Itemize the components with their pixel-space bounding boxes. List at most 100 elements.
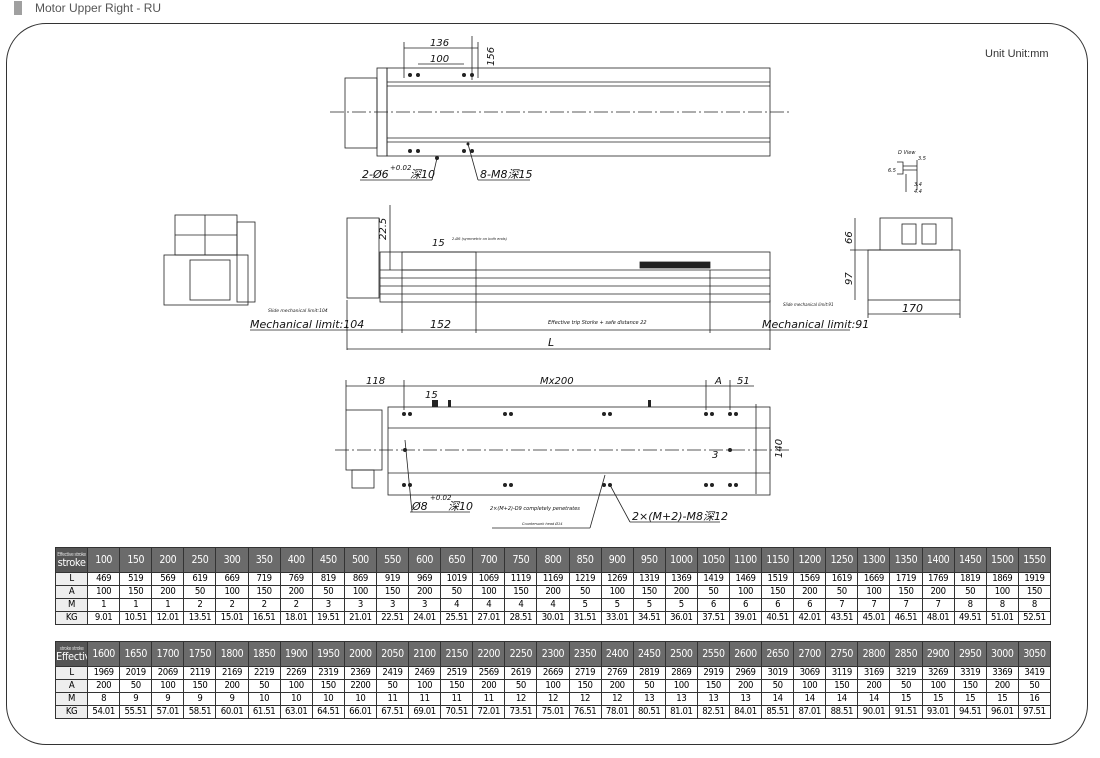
stroke-cell: 1850 <box>247 641 281 667</box>
stroke-cell: 1600 <box>87 641 121 667</box>
table-cell: 50 <box>953 585 987 599</box>
table-cell: 27.01 <box>472 611 506 625</box>
table-cell: 1769 <box>921 572 955 586</box>
table-cell: 3 <box>311 598 345 612</box>
table-cell: 2319 <box>311 666 345 680</box>
table-cell: 2 <box>183 598 217 612</box>
row-label: A <box>54 585 89 599</box>
stroke-cell: 1300 <box>857 547 891 573</box>
stroke-cell: 950 <box>632 547 666 573</box>
row-label: M <box>54 692 89 706</box>
table-cell: 2219 <box>247 666 281 680</box>
table-cell: 7 <box>857 598 891 612</box>
stroke-cell: 2700 <box>793 641 827 667</box>
table-cell: 2019 <box>119 666 153 680</box>
countersunk-note: Countersunk head Ø14 <box>522 521 562 526</box>
header-label: Effective <box>56 650 87 663</box>
table-cell: 200 <box>985 679 1019 693</box>
stroke-cell: 2000 <box>343 641 377 667</box>
table-cell: 1 <box>119 598 153 612</box>
dim-15: 15 <box>432 238 445 249</box>
table-cell: 80.51 <box>632 705 666 719</box>
table-cell: 100 <box>279 679 313 693</box>
table-cell: 1919 <box>1017 572 1052 586</box>
table-cell: 31.51 <box>568 611 602 625</box>
stroke-cell: 1750 <box>183 641 217 667</box>
stroke-cell: 2850 <box>889 641 923 667</box>
thread-note: 8-M8深15 <box>480 168 532 181</box>
table-cell: 200 <box>921 585 955 599</box>
table-cell: 150 <box>183 679 217 693</box>
table-cell: 1569 <box>793 572 827 586</box>
stroke-cell: 1100 <box>728 547 763 573</box>
table-cell: 52.51 <box>1017 611 1052 625</box>
table-cell: 82.51 <box>696 705 730 719</box>
stroke-cell: 1900 <box>279 641 313 667</box>
table-cell: 4 <box>504 598 538 612</box>
stroke-cell: 2050 <box>375 641 410 667</box>
table-cell: 1969 <box>87 666 121 680</box>
table-cell: 2619 <box>504 666 538 680</box>
table-cell: 5 <box>600 598 634 612</box>
dim-136: 136 <box>430 38 449 49</box>
table-cell: 1269 <box>600 572 634 586</box>
table-cell: 150 <box>375 585 410 599</box>
table-cell: 16.51 <box>247 611 281 625</box>
table-cell: 469 <box>87 572 121 586</box>
dim-118: 118 <box>366 376 385 387</box>
row-label: M <box>54 598 89 612</box>
stroke-cell: 150 <box>119 547 153 573</box>
table-cell: 3019 <box>761 666 795 680</box>
table-cell: 8 <box>985 598 1019 612</box>
table-cell: 13 <box>728 692 763 706</box>
table-cell: 2769 <box>600 666 634 680</box>
stroke-cell: 600 <box>408 547 442 573</box>
table-cell: 200 <box>728 679 763 693</box>
table-cell: 45.01 <box>857 611 891 625</box>
detail-d3: 3.4 <box>914 182 922 188</box>
table-cell: 57.01 <box>151 705 185 719</box>
table-cell: 46.51 <box>889 611 923 625</box>
table-cell: 48.01 <box>921 611 955 625</box>
dim-97: 97 <box>844 272 855 285</box>
row-label: L <box>54 666 89 680</box>
table-cell: 25.51 <box>440 611 474 625</box>
table-cell: 150 <box>632 585 666 599</box>
table-cell: 3 <box>408 598 442 612</box>
motor-block <box>344 77 378 149</box>
table-cell: 3 <box>375 598 410 612</box>
slide-limit-right: Slide mechanical limit:91 <box>783 302 834 307</box>
stroke-cell: 350 <box>247 547 281 573</box>
table-cell: 19.51 <box>311 611 345 625</box>
table-cell: 150 <box>825 679 859 693</box>
table-cell: 9 <box>215 692 249 706</box>
stroke-cell: 1450 <box>953 547 987 573</box>
table-cell: 819 <box>311 572 345 586</box>
table-cell: 75.01 <box>536 705 570 719</box>
technical-drawing: 136 100 156 2-Ø6 +0.02 深10 8-M8深15 D Vie… <box>163 36 961 529</box>
table-cell: 13 <box>632 692 666 706</box>
table-cell: 3 <box>343 598 377 612</box>
stroke-cell: 1150 <box>761 547 795 573</box>
table-cell: 70.51 <box>440 705 474 719</box>
table-cell: 81.01 <box>664 705 698 719</box>
table-cell: 87.01 <box>793 705 827 719</box>
mechanical-limit-right: Mechanical limit:91 <box>762 318 869 331</box>
table-cell: 11 <box>440 692 474 706</box>
table-cell: 1119 <box>504 572 538 586</box>
table-cell: 200 <box>215 679 249 693</box>
row-label: KG <box>54 705 89 719</box>
table-cell: 12.01 <box>151 611 185 625</box>
table-cell: 2669 <box>536 666 570 680</box>
dim-140: 140 <box>774 439 785 458</box>
detail-d1: 3.5 <box>918 156 926 162</box>
header-label: stroke <box>57 556 86 569</box>
table-cell: 1219 <box>568 572 602 586</box>
table-cell: 3219 <box>889 666 923 680</box>
stroke-cell: 1050 <box>696 547 730 573</box>
table-cell: 60.01 <box>215 705 249 719</box>
table-cell: 1819 <box>953 572 987 586</box>
